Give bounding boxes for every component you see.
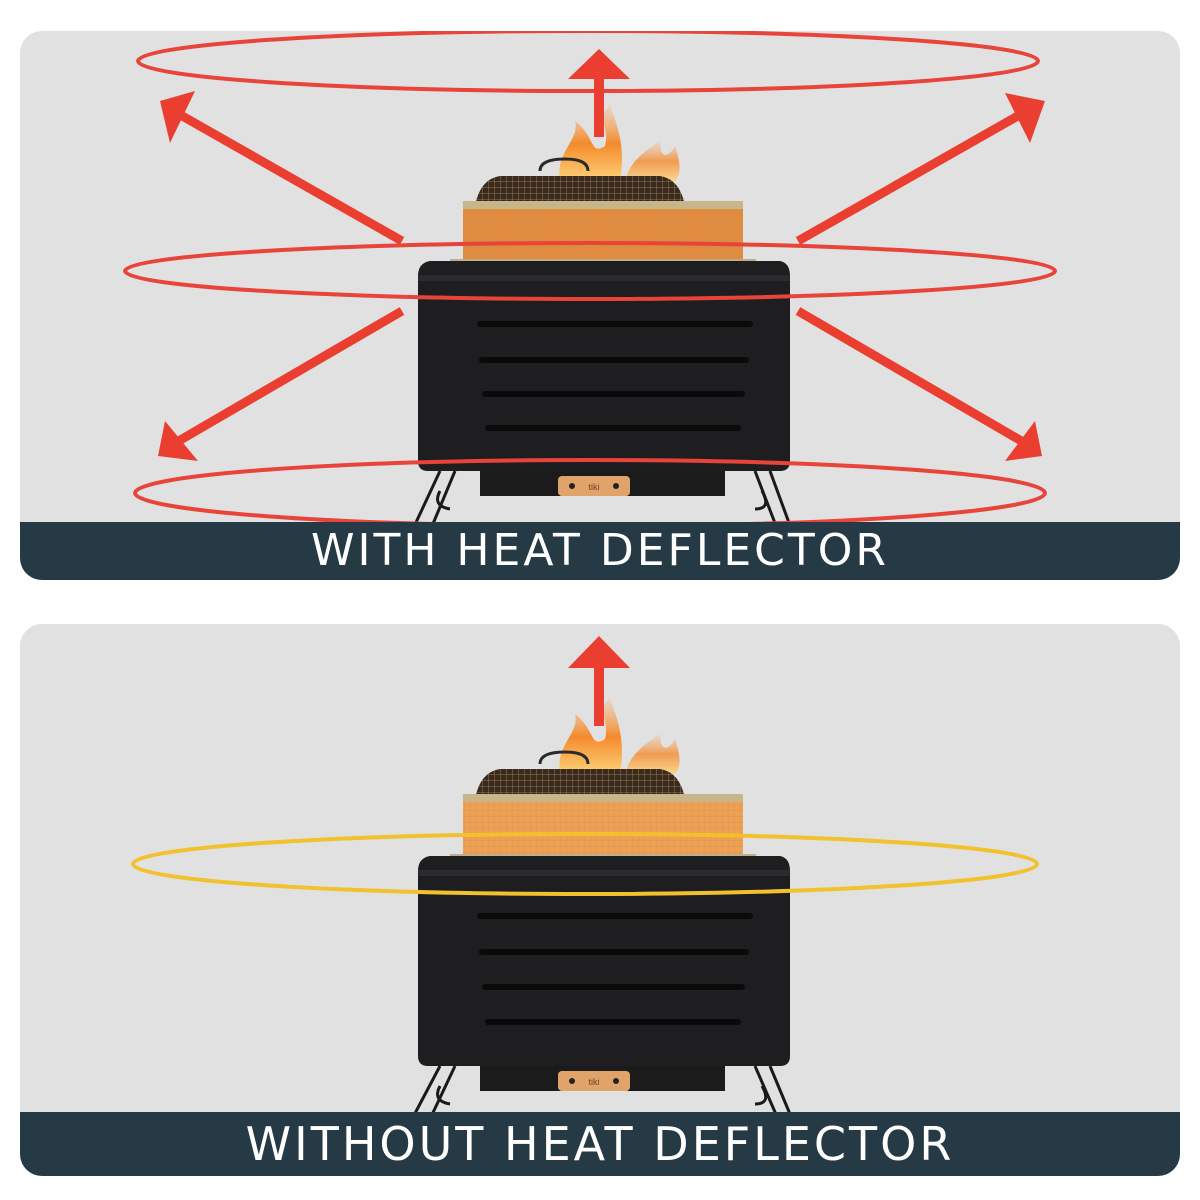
heat-ring-yellow [131,832,1039,896]
arrow-up-icon [568,49,630,137]
heat-ring-middle [123,241,1057,301]
with-deflector-banner: WITH HEAT DEFLECTOR [20,522,1180,580]
without-deflector-banner: WITHOUT HEAT DEFLECTOR [20,1112,1180,1176]
svg-text:tiki: tiki [589,1077,600,1087]
without-deflector-label: WITHOUT HEAT DEFLECTOR [245,1117,955,1171]
arrow-up-icon [568,636,630,726]
with-deflector-illustration: tiki [123,31,1057,532]
arrow-up-right-icon [795,93,1045,245]
fire-pit-icon: tiki [410,699,794,1120]
arrow-down-right-icon [795,307,1042,461]
fire-pit-icon: tiki [410,106,794,532]
without-deflector-illustration: tiki [131,636,1039,1120]
arrow-up-left-icon [160,91,405,245]
without-deflector-panel: tiki WITHOUT HEAT DEFLECTOR [20,624,1180,1176]
with-deflector-panel: tiki [20,31,1180,580]
with-deflector-label: WITH HEAT DEFLECTOR [311,525,889,576]
svg-text:tiki: tiki [589,482,600,492]
arrow-down-left-icon [158,307,405,461]
heat-ring-top [136,31,1040,93]
